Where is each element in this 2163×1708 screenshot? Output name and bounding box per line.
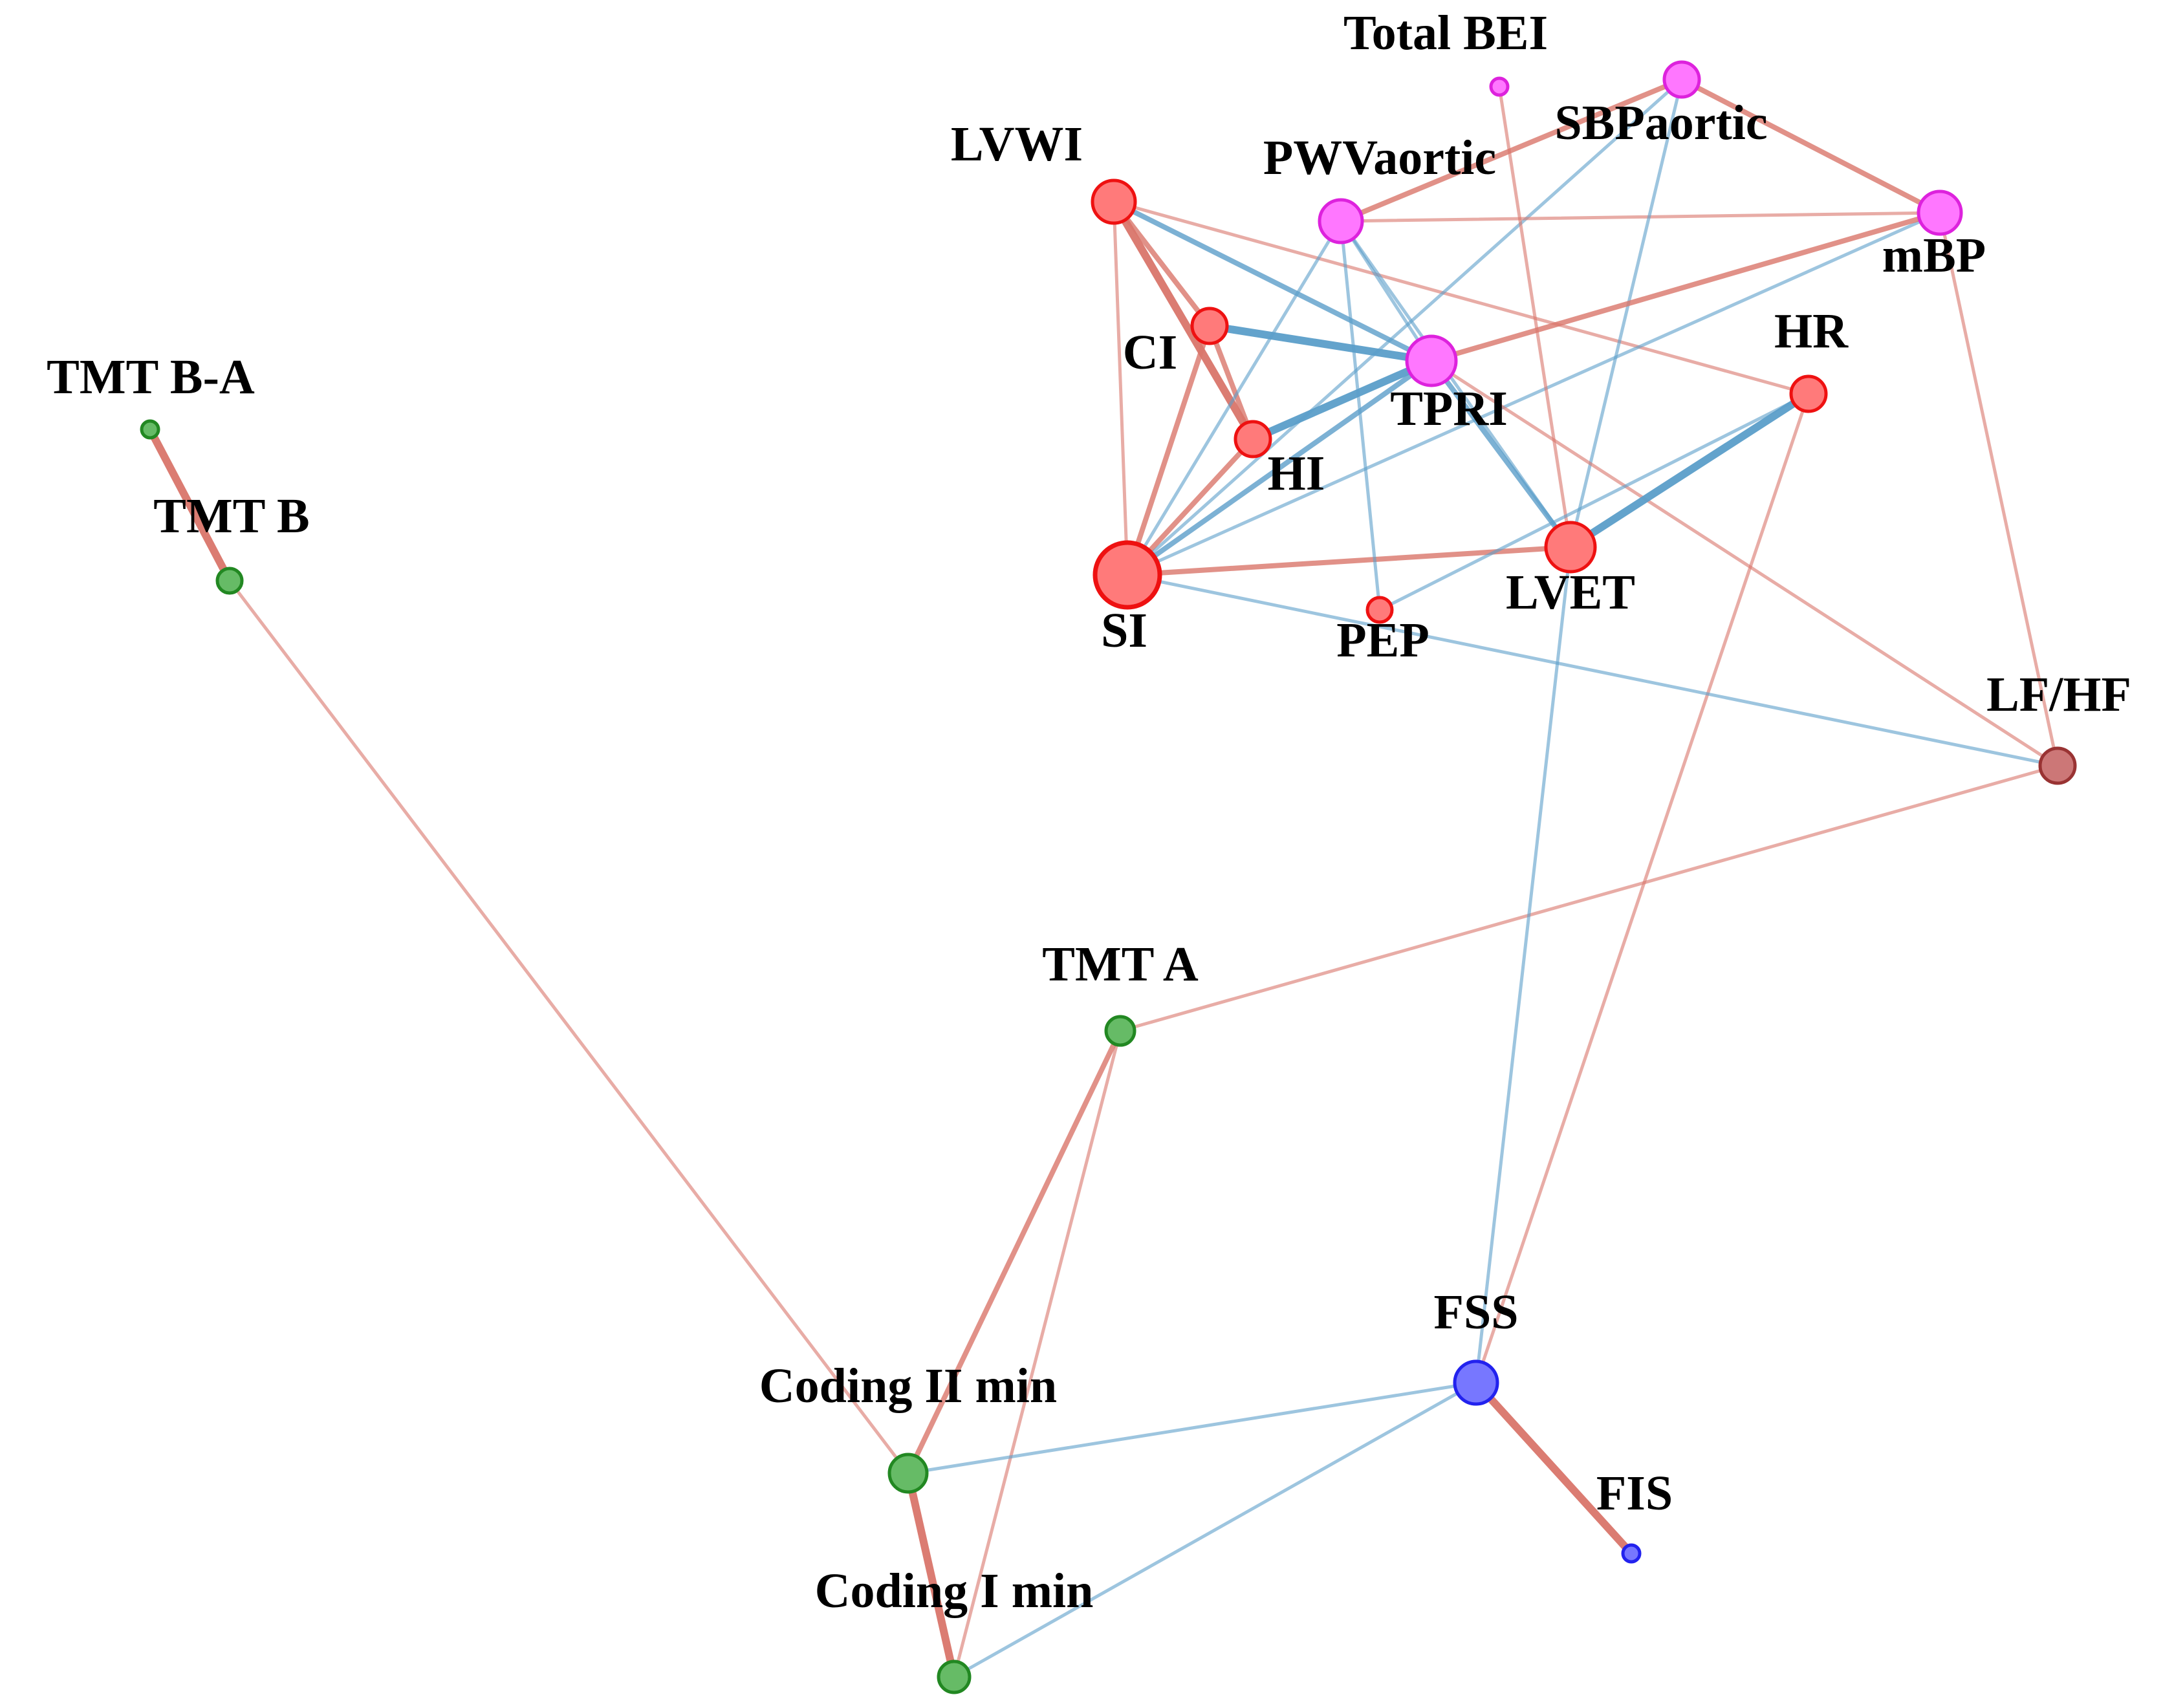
edge-ci-tpri [1206,322,1435,365]
edge-hi-tpri [1249,357,1435,443]
node-label-fss: FSS [1434,1285,1519,1339]
edge-tmt_ba-tmt_b [146,426,234,585]
node-label-sbpaortic: SBPaortic [1554,96,1767,150]
node-label-hi: HI [1268,446,1325,501]
edge-coding1-tmt_a [952,1029,1122,1679]
edge-si-lvet [1125,545,1573,578]
node-label-coding1: Coding I min [815,1564,1094,1618]
edge-lvwi-si [1112,200,1129,577]
node-lvet[interactable] [1544,521,1597,574]
edge-total_bei-lvet [1497,85,1572,549]
edge-sbpaortic-lvet [1569,78,1684,549]
node-tpri[interactable] [1405,334,1458,387]
nodes-layer [140,60,2077,1694]
node-tmt_b[interactable] [215,567,244,595]
node-ci[interactable] [1190,307,1229,345]
node-label-hr: HR [1774,304,1849,358]
edge-si-sbpaortic [1125,78,1684,577]
node-si[interactable] [1092,540,1162,610]
node-fss[interactable] [1453,1359,1499,1406]
node-label-fis: FIS [1596,1466,1673,1520]
edge-tmt_a-lfhf [1118,764,2060,1033]
edge-tpri-lvet [1429,358,1573,550]
edge-tpri-lfhf [1429,359,2060,768]
edge-tmt_b-coding2 [228,579,910,1475]
node-label-lvwi: LVWI [951,117,1083,171]
edge-fss-fis [1472,1379,1635,1557]
edge-pwvaortic-pep [1339,219,1382,612]
node-sbpaortic[interactable] [1662,60,1701,99]
node-label-tmt_a: TMT A [1042,937,1199,991]
edge-sbpaortic-mbp [1679,77,1942,215]
node-lvwi[interactable] [1091,178,1137,225]
edge-hr-pep [1378,392,1810,612]
edge-coding2-tmt_a [906,1028,1123,1476]
node-hr[interactable] [1789,374,1828,413]
node-tmt_a[interactable] [1104,1015,1136,1047]
edge-pwvaortic-mbp [1339,211,1942,223]
edge-coding1-fss [952,1381,1478,1679]
edge-tpri-mbp [1429,210,1942,363]
node-label-lvet: LVET [1506,565,1635,620]
edge-pwvaortic-sbpaortic [1338,77,1684,224]
node-label-tpri: TPRI [1390,382,1508,436]
node-label-si: SI [1101,603,1147,658]
edge-si-tpri [1125,358,1434,578]
node-label-mbp: mBP [1882,228,1986,283]
node-coding1[interactable] [937,1659,972,1694]
edge-lvwi-tpri [1111,199,1434,363]
edge-fss-lvet [1474,545,1572,1385]
edge-coding2-fss [906,1381,1478,1475]
node-pwvaortic[interactable] [1318,198,1364,244]
edge-lvwi-hi [1110,198,1257,443]
node-mbp[interactable] [1917,189,1963,236]
edge-coding2-coding1 [904,1469,958,1681]
node-label-pwvaortic: PWVaortic [1263,131,1496,185]
edge-si-pwvaortic [1125,219,1343,577]
node-fis[interactable] [1621,1543,1642,1564]
node-label-pep: PEP [1336,613,1429,667]
node-label-tmt_ba: TMT B-A [47,350,255,404]
edge-fss-hr [1474,392,1810,1385]
node-lfhf[interactable] [2038,746,2077,785]
edge-lvwi-hr [1112,200,1810,396]
edge-hr-lvet [1567,390,1812,551]
edge-ci-si [1125,323,1212,578]
node-label-coding2: Coding II min [759,1359,1057,1413]
edge-si-lfhf [1125,573,2060,768]
node-label-ci: CI [1123,325,1177,380]
node-label-total_bei: Total BEI [1343,6,1548,60]
node-hi[interactable] [1234,420,1272,459]
edge-ci-hi [1207,323,1255,442]
node-total_bei[interactable] [1489,76,1510,97]
node-label-lfhf: LF/HF [1986,667,2131,722]
node-label-tmt_b: TMT B [153,489,309,543]
node-tmt_ba[interactable] [140,419,160,440]
node-coding2[interactable] [887,1453,929,1494]
edge-si-mbp [1125,211,1942,577]
edges-layer [146,77,2060,1681]
node-pep[interactable] [1365,596,1394,624]
edge-mbp-lfhf [1938,211,2060,768]
